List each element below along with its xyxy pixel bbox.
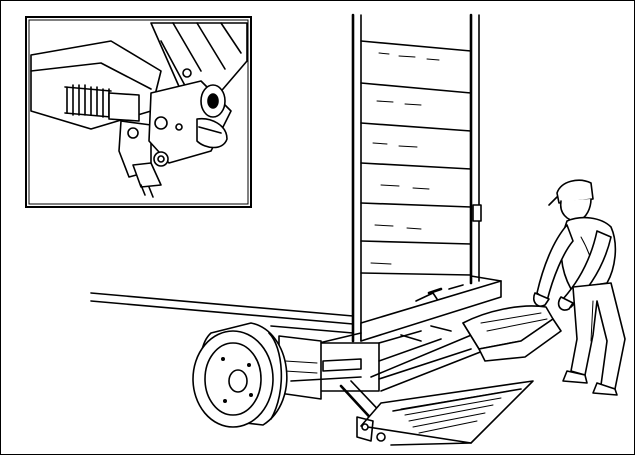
worker-icon: [532, 179, 626, 396]
wheel-icon: [192, 322, 288, 428]
truck-body-icon: [90, 13, 502, 400]
liftgate-platform-icon: [339, 305, 562, 446]
hinge-spring-detail-icon: [25, 16, 252, 208]
spring-icon: [64, 84, 112, 118]
